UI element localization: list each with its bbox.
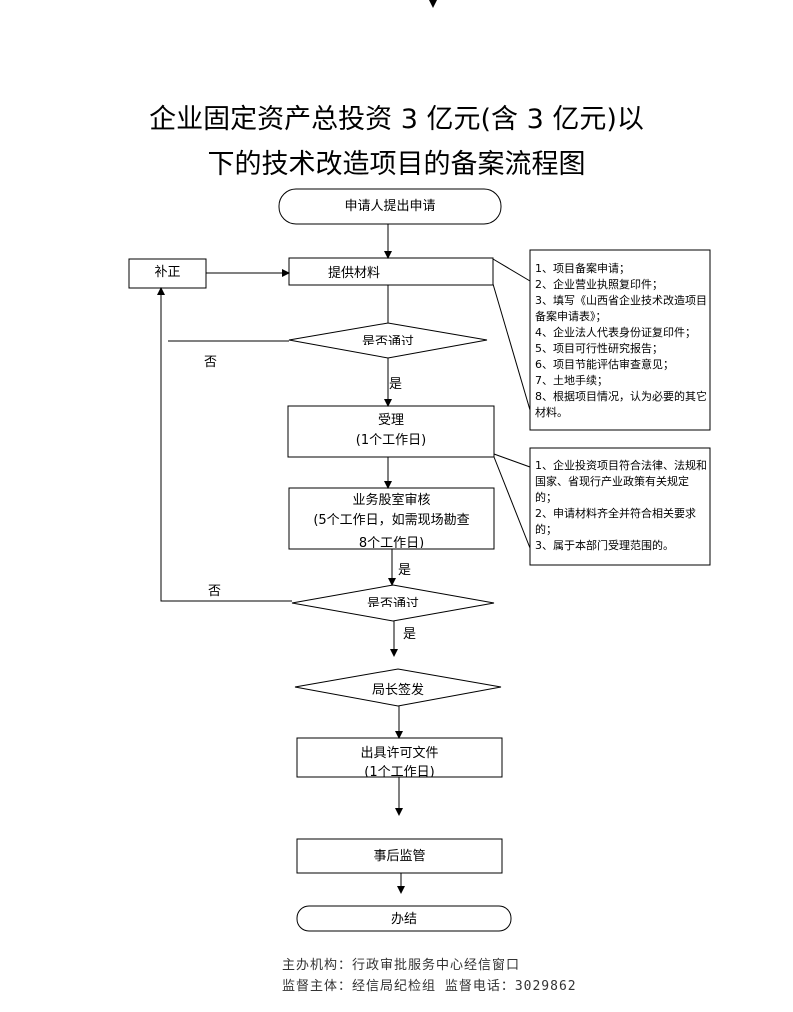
top-arrow	[429, 0, 437, 8]
issue-days: (1个工作日)	[364, 765, 435, 777]
apply-label: 申请人提出申请	[344, 199, 436, 214]
finish-label: 办结	[390, 912, 417, 927]
check2-label: 是否通过	[366, 597, 419, 607]
materials-callout-line	[492, 258, 531, 282]
materials-note: 1、项目备案申请； 2、企业营业执照复印件； 3、填写《山西省企业技术改造项目备…	[535, 261, 707, 421]
finish-node	[296, 905, 512, 932]
review-days: (5个工作日，如需现场勘查	[313, 513, 470, 528]
note-item: 6、项目节能评估审查意见；	[535, 358, 674, 371]
note-item: 7、土地手续；	[535, 374, 608, 387]
note-item: 2、申请材料齐全并符合相关要求的；	[535, 507, 696, 536]
edge-label-no-2: 否	[208, 584, 222, 599]
page-title-line2: 下的技术改造项目的备案流程图	[207, 149, 586, 180]
conditions-note: 1、企业投资项目符合法律、法规和国家、省现行产业政策有关规定的； 2、申请材料齐…	[535, 458, 707, 554]
issue-title: 出具许可文件	[360, 746, 439, 761]
apply-node	[278, 188, 502, 225]
edge-label-yes-3: 是	[403, 627, 417, 642]
accept-title: 受理	[377, 413, 404, 428]
check2-diamond	[291, 584, 495, 622]
edge-label-yes-2: 是	[398, 563, 412, 578]
materials-label: 提供材料	[327, 266, 380, 281]
note-item: 8、根据项目情况，认为必要的其它材料。	[535, 390, 707, 419]
edge-label-no-1: 否	[204, 355, 218, 370]
check1-label: 是否通过	[361, 335, 414, 345]
note-item: 4、企业法人代表身份证复印件；	[535, 326, 696, 339]
sign-diamond	[294, 668, 502, 707]
note-item: 1、项目备案申请；	[535, 262, 630, 275]
materials-node	[288, 257, 494, 286]
materials-callout-line	[492, 283, 531, 411]
note-item: 3、属于本部门受理范围的。	[535, 539, 674, 552]
supplement-label: 补正	[154, 265, 181, 280]
conditions-callout-line	[493, 453, 531, 468]
issue-node	[296, 737, 503, 778]
footer-organizer: 主办机构：行政审批服务中心经信窗口	[282, 958, 521, 973]
note-item: 3、填写《山西省企业技术改造项目备案申请表》；	[535, 294, 707, 323]
conditions-note-box	[529, 447, 711, 566]
supervise-node	[296, 838, 503, 874]
conditions-callout-line	[493, 456, 531, 549]
sign-label: 局长签发	[371, 683, 424, 698]
note-item: 2、企业营业执照复印件；	[535, 278, 663, 291]
supplement-node	[128, 258, 207, 289]
footer-supervision: 监督主体：经信局纪检组 监督电话：3029862	[282, 979, 577, 994]
note-item: 1、企业投资项目符合法律、法规和国家、省现行产业政策有关规定的；	[535, 459, 707, 504]
review-days-cut: 8个工作日)	[358, 536, 425, 548]
note-item: 5、项目可行性研究报告；	[535, 342, 663, 355]
edge-label-yes-1: 是	[389, 377, 403, 392]
arrow-check2-no-to-supplement	[157, 287, 292, 602]
page-title-line1: 企业固定资产总投资 3 亿元(含 3 亿元)以	[149, 104, 644, 135]
accept-node	[287, 405, 495, 458]
review-title: 业务股室审核	[352, 493, 431, 508]
accept-days: (1个工作日)	[355, 433, 427, 448]
check1-diamond	[288, 322, 488, 359]
supervise-label: 事后监管	[373, 849, 426, 864]
materials-note-box	[529, 249, 711, 431]
